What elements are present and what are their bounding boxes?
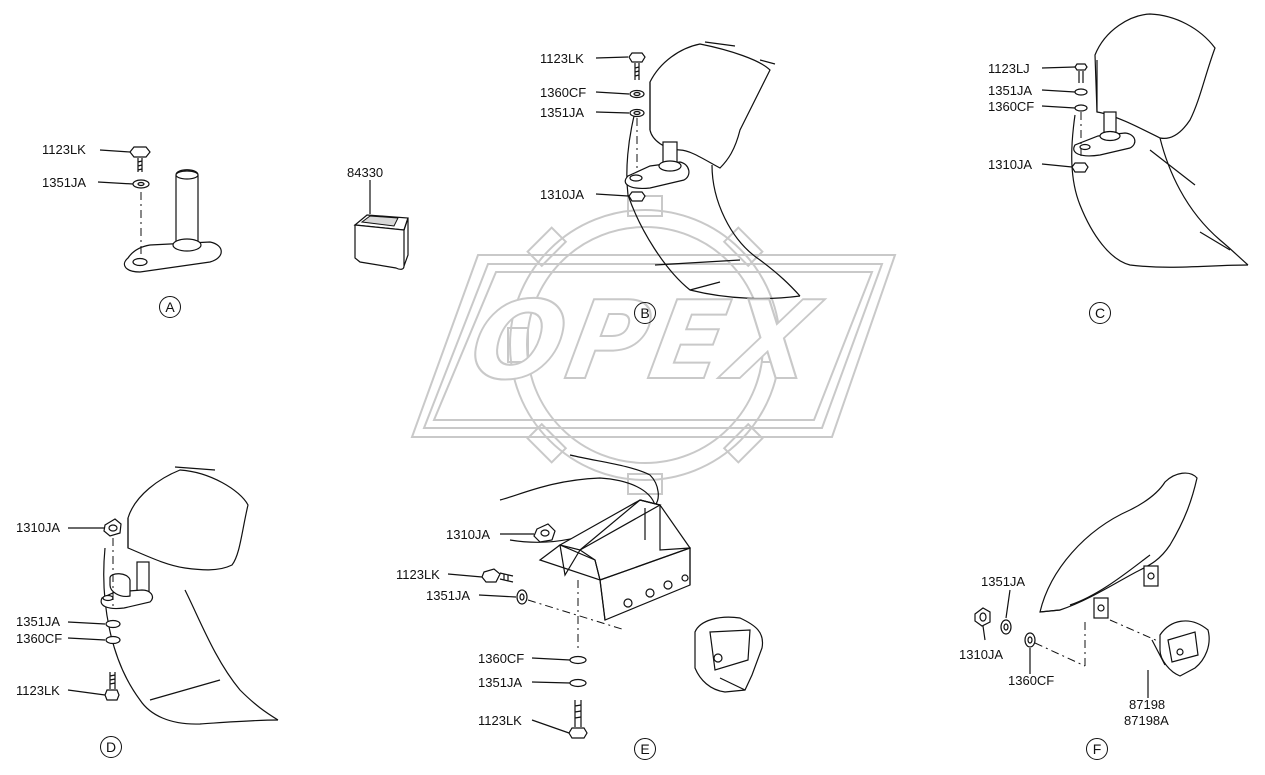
label-e-washer-ja: 1351JA [478,675,523,690]
label-e-nut: 1310JA [446,527,491,542]
view-marker-a: A [159,296,181,318]
label-a-bolt: 1123LK [42,142,86,157]
label-e-bolt-bottom: 1123LK [478,713,522,728]
view-d-drawing [67,466,279,725]
part-84330-drawing [353,180,409,270]
label-f-clip-alt: 87198A [1124,713,1169,728]
watermark-frame-inner [422,263,884,429]
label-a-washer: 1351JA [42,175,87,190]
view-c-drawing [1041,13,1249,268]
label-d-washer-ja: 1351JA [16,614,61,629]
label-f-washer-cf: 1360CF [1008,673,1055,688]
label-f-clip: 87198 [1129,697,1166,712]
label-e-bolt-side: 1123LK [396,567,440,582]
label-f-washer-ja: 1351JA [981,574,1026,589]
watermark-text: OPEX [461,278,829,405]
watermark-frame-outer [410,254,897,438]
watermark-gear-icon [507,195,783,495]
label-c-bolt: 1123LJ [988,61,1030,76]
label-c-nut: 1310JA [988,157,1033,172]
label-c-washer-cf: 1360CF [988,99,1035,114]
label-b-nut: 1310JA [540,187,585,202]
label-b-washer-cf: 1360CF [540,85,587,100]
label-e-washer-side: 1351JA [426,588,471,603]
view-marker-e: E [634,738,656,760]
view-e-drawing [447,454,764,739]
view-marker-c: C [1089,302,1111,324]
watermark-logo [410,195,897,495]
view-marker-f: F [1086,738,1108,760]
label-d-bolt: 1123LK [16,683,60,698]
view-b-drawing [595,41,801,300]
label-e-washer-cf: 1360CF [478,651,525,666]
view-a-drawing [97,146,222,273]
label-d-washer-cf: 1360CF [16,631,63,646]
view-marker-b: B [634,302,656,324]
label-b-washer-ja: 1351JA [540,105,585,120]
label-b-bolt: 1123LK [540,51,584,66]
label-part-84330: 84330 [347,165,384,180]
view-marker-d: D [100,736,122,758]
label-f-nut: 1310JA [959,647,1004,662]
label-d-nut: 1310JA [16,520,61,535]
view-f-drawing [974,472,1210,698]
label-c-washer-ja: 1351JA [988,83,1033,98]
